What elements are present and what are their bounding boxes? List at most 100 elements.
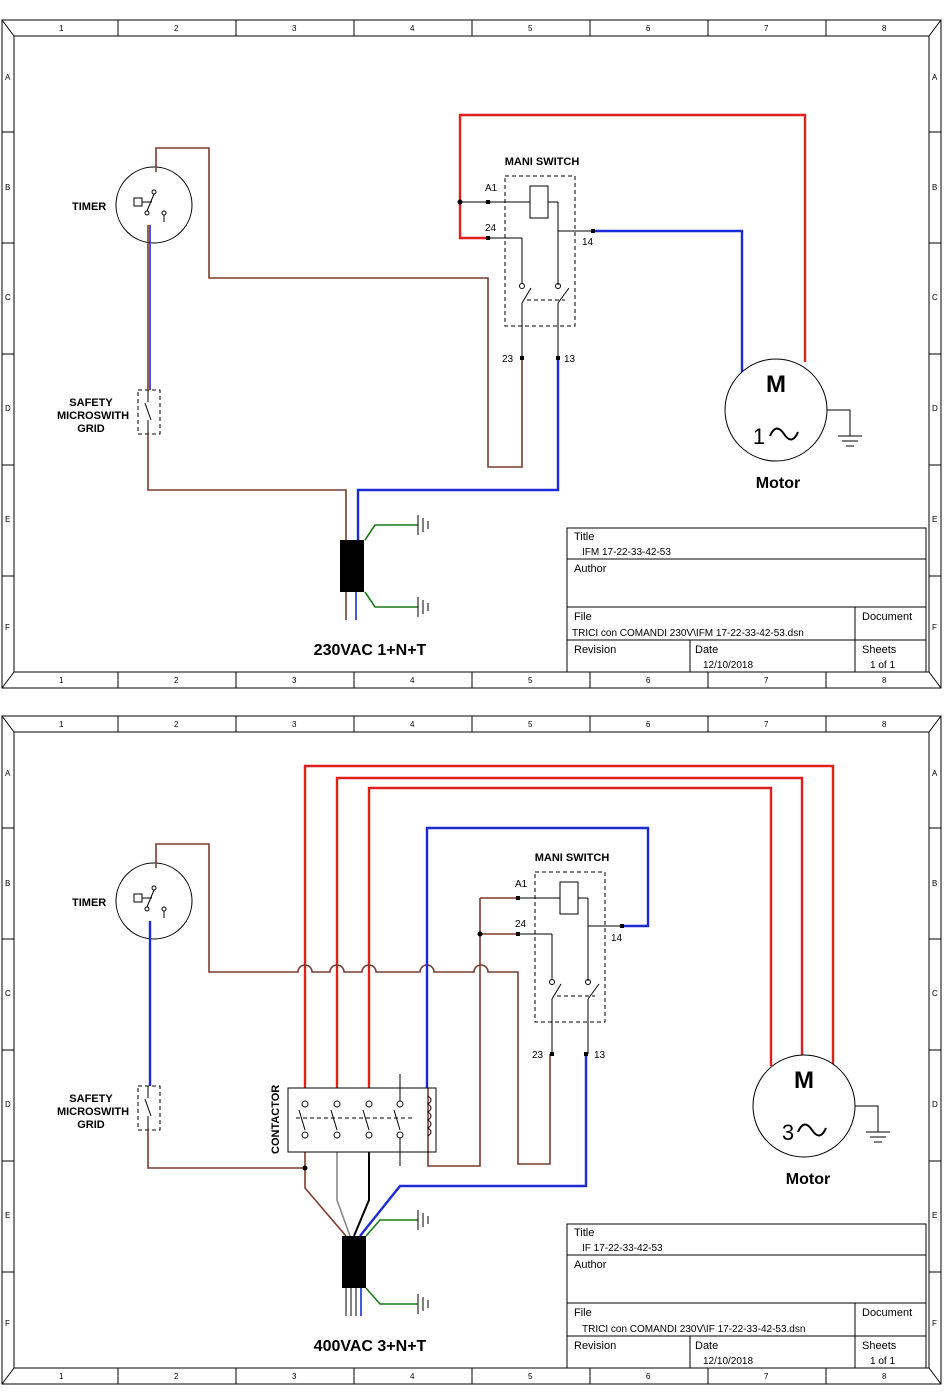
row-label: B: [932, 183, 937, 192]
col-label: 1: [59, 720, 64, 729]
sheet1-inner-border: [13, 35, 930, 673]
col-label: 2: [174, 1372, 179, 1381]
col-label: 4: [410, 676, 415, 685]
date-value: 12/10/2018: [703, 1356, 753, 1367]
file-value: TRICI con COMANDI 230V\IF 17-22-33-42-53…: [582, 1324, 805, 1335]
row-label: A: [5, 73, 11, 82]
contactor-label: CONTACTOR: [270, 1085, 282, 1154]
row-label: F: [932, 623, 937, 632]
row-label: B: [5, 183, 10, 192]
document-header: Document: [862, 1307, 912, 1319]
date-header: Date: [695, 644, 718, 656]
sheet1-top-ruler: 1 2 3 4 5 6 7 8: [59, 20, 887, 36]
sheet1-side-rulers: A B C D E F A B C D E F: [2, 73, 941, 632]
row-label: D: [5, 1100, 11, 1109]
row-label: C: [932, 989, 938, 998]
row-label: E: [5, 515, 10, 524]
safety-label-line2: MICROSWITH: [57, 410, 129, 422]
row-label: E: [5, 1211, 10, 1220]
pin-13: 13: [594, 1050, 606, 1061]
pin-23: 23: [532, 1050, 544, 1061]
supply-terminal-symbol: [342, 1210, 429, 1314]
col-label: 2: [174, 720, 179, 729]
row-label: F: [932, 1319, 937, 1328]
sheet2-wiring: [147, 764, 835, 1316]
col-label: 2: [174, 676, 179, 685]
col-label: 7: [764, 720, 769, 729]
sheet2-outer-border: [1, 715, 942, 1385]
sheets-value: 1 of 1: [870, 660, 895, 671]
title-block: Title IF 17-22-33-42-53 Author File TRIC…: [566, 1223, 927, 1369]
date-header: Date: [695, 1340, 718, 1352]
col-label: 5: [528, 24, 533, 33]
row-label: F: [5, 1319, 10, 1328]
col-label: 6: [646, 676, 651, 685]
mani-switch-label: MANI SWITCH: [505, 156, 580, 168]
col-label: 5: [528, 1372, 533, 1381]
safety-label-line2: MICROSWITH: [57, 1106, 129, 1118]
col-label: 4: [410, 720, 415, 729]
pin-a1: A1: [485, 183, 498, 194]
col-label: 4: [410, 24, 415, 33]
col-label: 3: [292, 720, 297, 729]
sheet1-outer-border: [1, 19, 942, 689]
sheet2-bottom-ruler: 1 2 3 4 5 6 7 8: [59, 1368, 887, 1384]
row-label: D: [932, 1100, 938, 1109]
col-label: 3: [292, 676, 297, 685]
mani-switch-symbol: [486, 175, 595, 360]
col-label: 7: [764, 1372, 769, 1381]
motor-symbol: [724, 358, 862, 462]
timer-symbol: [115, 166, 193, 244]
row-label: C: [5, 293, 11, 302]
sheets-header: Sheets: [862, 1340, 897, 1352]
col-label: 1: [59, 676, 64, 685]
sheet1-wiring: [147, 113, 807, 620]
title-value: IFM 17-22-33-42-53: [582, 547, 671, 558]
row-label: A: [932, 73, 938, 82]
col-label: 5: [528, 676, 533, 685]
sheets-header: Sheets: [862, 644, 897, 656]
row-label: D: [5, 404, 11, 413]
sheets-value: 1 of 1: [870, 1356, 895, 1367]
col-label: 2: [174, 24, 179, 33]
motor-symbol: [752, 1054, 890, 1158]
row-label: B: [5, 879, 10, 888]
motor-phase: 3: [782, 1120, 794, 1145]
revision-header: Revision: [574, 1340, 616, 1352]
file-header: File: [574, 611, 592, 623]
pin-a1: A1: [515, 879, 528, 890]
sheet1-bottom-ruler: 1 2 3 4 5 6 7 8: [59, 672, 887, 688]
col-label: 8: [882, 24, 887, 33]
title-block: Title IFM 17-22-33-42-53 Author File TRI…: [566, 527, 927, 673]
col-label: 7: [764, 24, 769, 33]
revision-header: Revision: [574, 644, 616, 656]
mani-switch-label: MANI SWITCH: [535, 852, 610, 864]
pin-13: 13: [564, 354, 576, 365]
author-header: Author: [574, 1259, 607, 1271]
safety-microswitch-symbol: [137, 1085, 161, 1131]
row-label: E: [932, 515, 937, 524]
supply-label: 400VAC 3+N+T: [314, 1338, 427, 1355]
safety-label-line3: GRID: [77, 1119, 105, 1131]
col-label: 7: [764, 676, 769, 685]
col-label: 3: [292, 1372, 297, 1381]
supply-terminal-symbol: [340, 515, 429, 617]
row-label: F: [5, 623, 10, 632]
col-label: 8: [882, 720, 887, 729]
safety-label-line3: GRID: [77, 423, 105, 435]
row-label: C: [932, 293, 938, 302]
file-value: TRICI con COMANDI 230V\IFM 17-22-33-42-5…: [572, 628, 804, 639]
motor-phase: 1: [753, 424, 765, 449]
supply-label: 230VAC 1+N+T: [314, 642, 427, 659]
col-label: 6: [646, 720, 651, 729]
safety-label-line1: SAFETY: [69, 397, 113, 409]
title-value: IF 17-22-33-42-53: [582, 1243, 663, 1254]
timer-symbol: [115, 862, 193, 940]
col-label: 1: [59, 1372, 64, 1381]
col-label: 8: [882, 676, 887, 685]
pin-14: 14: [582, 237, 594, 248]
col-label: 4: [410, 1372, 415, 1381]
row-label: E: [932, 1211, 937, 1220]
safety-microswitch-symbol: [137, 389, 161, 435]
